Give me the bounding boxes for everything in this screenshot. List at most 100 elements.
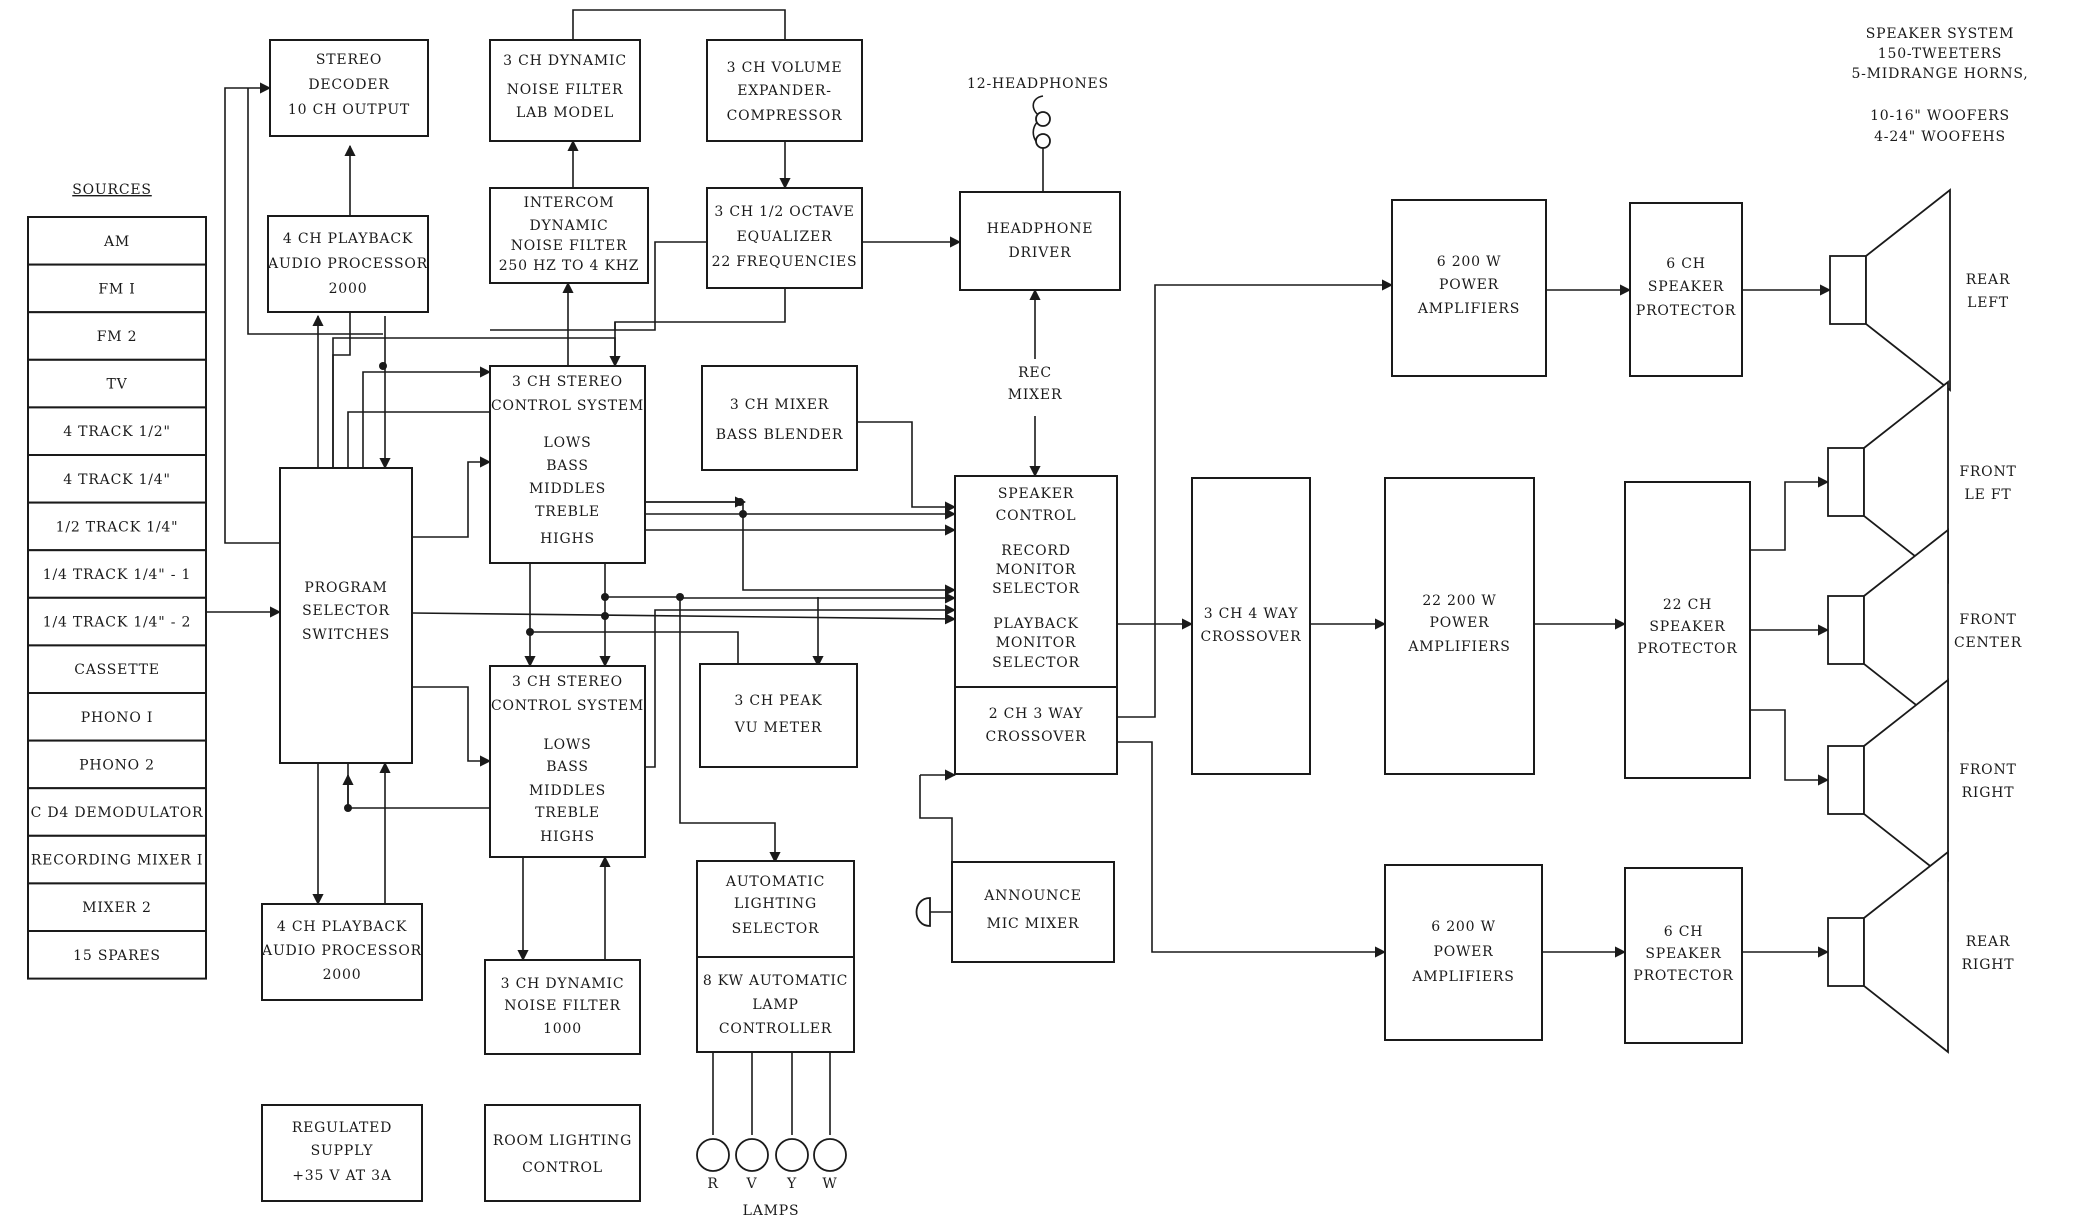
volume-expander-label: 3 CH VOLUME xyxy=(727,60,843,76)
speaker-cone-icon xyxy=(1863,850,1949,1054)
crossover-2ch-label: 2 CH 3 WAY xyxy=(989,706,1084,722)
announce-mic-box xyxy=(951,861,1115,963)
intercom-filter-label: NOISE FILTER xyxy=(511,238,628,254)
regulated-supply-box xyxy=(261,1104,423,1202)
dyn-filter-lab-label: LAB MODEL xyxy=(516,105,614,121)
amp-rear-left-label: AMPLIFIERS xyxy=(1417,301,1520,317)
stereo-ctrl-bottom-label: HIGHS xyxy=(540,829,595,845)
rec-mixer-label-1: REC xyxy=(1018,365,1052,381)
lamp-icon-y xyxy=(775,1138,809,1172)
speaker-label-front-left: FRONT xyxy=(1959,464,2016,480)
auto-lighting-label: AUTOMATIC xyxy=(725,874,825,890)
dyn-filter-lab-label: 3 CH DYNAMIC xyxy=(503,53,627,69)
junction-dots xyxy=(344,362,747,812)
dyn-filter-1000-label: 1000 xyxy=(543,1021,582,1037)
protector-rear-left-label: SPEAKER xyxy=(1648,279,1724,295)
intercom-filter-label: INTERCOM xyxy=(524,195,615,211)
peak-vu-label: VU METER xyxy=(734,720,822,736)
speaker-control-label: PLAYBACK xyxy=(993,616,1078,632)
room-lighting-label: ROOM LIGHTING xyxy=(493,1133,632,1149)
intercom-filter-box xyxy=(489,187,649,284)
source-label: 4 TRACK 1/2" xyxy=(63,424,171,440)
stereo-decoder-box xyxy=(269,39,429,137)
speaker-system-title: SPEAKER SYSTEM xyxy=(1866,26,2015,42)
announce-mic-label: ANNOUNCE xyxy=(983,888,1081,904)
program-selector-label: SWITCHES xyxy=(302,627,390,643)
source-row xyxy=(27,739,207,790)
headphone-driver-box xyxy=(959,191,1121,291)
lamp-controller-box xyxy=(696,956,855,1053)
source-label: TV xyxy=(106,377,127,393)
speaker-control-box xyxy=(954,475,1118,688)
speaker-label-rear-right: RIGHT xyxy=(1962,957,2015,973)
protector-rear-right-label: PROTECTOR xyxy=(1633,968,1733,984)
room-lighting-label: CONTROL xyxy=(522,1160,603,1176)
stereo-ctrl-bottom-label: LOWS xyxy=(544,737,592,753)
auto-lighting-label: SELECTOR xyxy=(732,921,820,937)
stereo-ctrl-bottom-label: 3 CH STEREO xyxy=(512,674,623,690)
stereo-ctrl-bottom-label: MIDDLES xyxy=(529,783,606,799)
source-row xyxy=(27,596,207,647)
lamp-letter-w: W xyxy=(822,1176,837,1192)
speaker-control-label: SELECTOR xyxy=(992,655,1080,671)
stereo-decoder-label: DECODER xyxy=(308,77,389,93)
crossover-3ch-box xyxy=(1191,477,1311,775)
room-lighting-block: ROOM LIGHTING CONTROL xyxy=(484,1104,641,1202)
lamp-controller-label: CONTROLLER xyxy=(719,1021,832,1037)
headphone-driver-label: DRIVER xyxy=(1009,245,1072,261)
speaker-system-midrange: 5-MIDRANGE HORNS, xyxy=(1851,66,2028,82)
source-label: 1/4 TRACK 1/4" - 2 xyxy=(43,615,192,631)
amp-rear-right-label: AMPLIFIERS xyxy=(1411,969,1514,985)
amp-front-label: 22 200 W xyxy=(1422,593,1496,609)
speaker-icon xyxy=(1827,447,1865,517)
stereo-ctrl-top-label: BASS xyxy=(546,458,589,474)
dyn-filter-lab-label: NOISE FILTER xyxy=(507,82,624,98)
sources-title: SOURCES xyxy=(72,182,152,198)
volume-expander-box xyxy=(706,39,863,142)
rec-mixer-label-2: MIXER xyxy=(1008,387,1063,403)
intercom-filter-label: DYNAMIC xyxy=(529,218,608,234)
stereo-ctrl-top-label: HIGHS xyxy=(540,531,595,547)
dyn-filter-lab-block: 3 CH DYNAMIC NOISE FILTER LAB MODEL xyxy=(489,39,641,142)
lamp-letter-v: V xyxy=(746,1176,758,1192)
mixer-bass-label: 3 CH MIXER xyxy=(730,397,829,413)
speaker-system-tweeters: 150-TWEETERS xyxy=(1878,46,2002,62)
protector-rear-right-label: 6 CH xyxy=(1664,924,1703,940)
playback-bottom-box xyxy=(261,903,423,1001)
dyn-filter-1000-label: NOISE FILTER xyxy=(504,998,621,1014)
octave-eq-box xyxy=(706,187,863,289)
speaker-label-front-right: RIGHT xyxy=(1962,785,2015,801)
stereo-ctrl-top-label: TREBLE xyxy=(535,504,600,520)
intercom-filter-label: 250 HZ TO 4 KHZ xyxy=(499,258,640,274)
speaker-control-label: CONTROL xyxy=(996,508,1077,524)
mixer-bass-label: BASS BLENDER xyxy=(716,427,843,443)
headphone-driver-label: HEADPHONE xyxy=(987,221,1094,237)
headphone-icon xyxy=(1035,133,1051,149)
protector-front-label: 22 CH xyxy=(1663,597,1712,613)
amp-front-label: AMPLIFIERS xyxy=(1407,639,1510,655)
speaker-system-woofers-16: 10-16" WOOFERS xyxy=(1870,108,2010,124)
regulated-supply-label: SUPPLY xyxy=(311,1143,374,1159)
intercom-filter-block: INTERCOM DYNAMIC NOISE FILTER 250 HZ TO 4 K… xyxy=(489,187,649,284)
auto-lighting-label: LIGHTING xyxy=(734,896,817,912)
auto-lighting-box xyxy=(696,860,855,958)
source-label: PHONO I xyxy=(81,710,153,726)
headphones: 12-HEADPHONES xyxy=(967,76,1108,149)
lamps-label: LAMPS xyxy=(743,1203,800,1219)
auto-lighting-block: AUTOMATIC LIGHTING SELECTOR xyxy=(696,860,855,958)
source-row xyxy=(27,454,207,504)
speaker-label-rear-right: REAR xyxy=(1966,934,2011,950)
amp-front-box xyxy=(1384,477,1535,775)
